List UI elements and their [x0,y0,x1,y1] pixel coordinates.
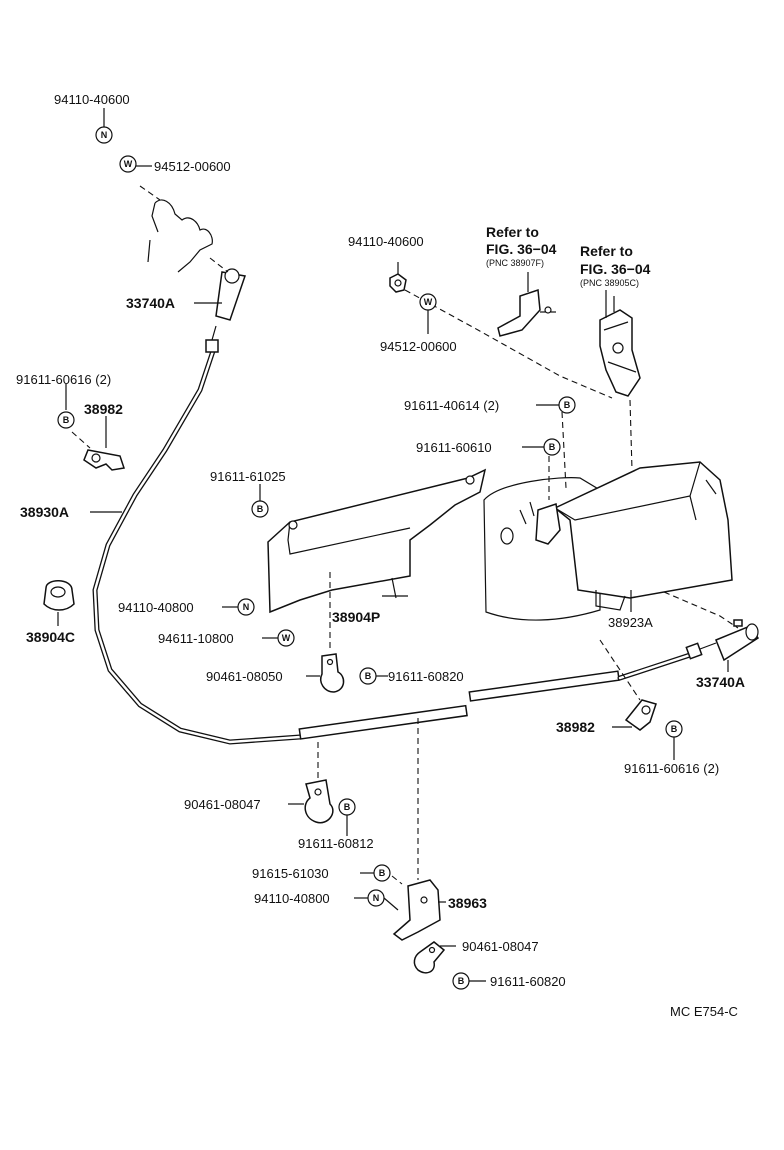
clip-90461-08047-bottom [413,941,446,974]
svg-text:N: N [101,130,108,140]
bracket-38904p [267,468,487,650]
svg-text:B: B [564,400,571,410]
label-38982-left: 38982 [84,401,123,417]
washer-symbol: W [119,155,137,173]
label-38923a: 38923A [608,615,653,630]
clamp-38982-right [624,699,657,731]
svg-text:N: N [243,602,250,612]
bracket-ref-38905c [599,296,641,397]
svg-text:W: W [424,297,433,307]
label-94110-40600-mid: 94110-40600 [348,234,424,249]
bracket-ref-38907f [497,272,556,337]
bolt-symbol: B [251,500,269,518]
hand-lever-sketch [139,185,213,273]
washer-symbol: W [419,293,437,311]
label-33740a-right: 33740A [696,674,745,690]
label-94611-10800: 94611-10800 [158,631,234,646]
label-90461-08047-left: 90461-08047 [184,797,261,812]
svg-text:B: B [379,868,386,878]
clip-90461-08047-left [304,779,334,824]
label-94110-40800-bottom: 94110-40800 [254,891,330,906]
label-38963: 38963 [448,895,487,911]
label-90461-08050: 90461-08050 [206,669,283,684]
svg-text:B: B [671,724,678,734]
svg-text:B: B [63,415,70,425]
label-pnc-2: (PNC 38905C) [580,278,639,288]
label-38904p: 38904P [332,609,380,625]
label-fig-2: FIG. 36−04 [580,261,651,277]
label-fig-1: FIG. 36−04 [486,241,557,257]
label-91611-60812: 91611-60812 [298,836,374,851]
label-91611-60616-left: 91611-60616 (2) [16,372,111,387]
bolt-symbol: B [57,411,75,429]
bolt-symbol: B [452,972,470,990]
cable-end-33740a-right [715,619,760,662]
clamp-38982-left [71,416,125,471]
nut-symbol: N [367,889,385,907]
label-33740a-top: 33740A [126,295,175,311]
label-91611-60616-right: 91611-60616 (2) [624,761,719,776]
label-38930a: 38930A [20,504,69,520]
bolt-symbol: B [373,864,391,882]
label-refer-to-1: Refer to [486,224,539,240]
label-91611-60820-bottom: 91611-60820 [490,974,566,989]
cover-38923a [483,461,733,621]
label-94512-00600-mid: 94512-00600 [380,339,457,354]
nut-symbol: N [95,126,113,144]
shift-cable-38930a [92,325,717,745]
label-91615-61030: 91615-61030 [252,866,329,881]
label-94512-00600-top: 94512-00600 [154,159,231,174]
svg-text:B: B [458,976,465,986]
label-pnc-1: (PNC 38907F) [486,258,544,268]
svg-text:B: B [365,671,372,681]
nut-94110-40600-mid [389,262,407,293]
leader-lines [65,108,729,982]
label-38982-right: 38982 [556,719,595,735]
label-38904c: 38904C [26,629,75,645]
label-94110-40600-top: 94110-40600 [54,92,130,107]
bolt-symbol: B [543,438,561,456]
assembly-lines [317,289,739,885]
label-94110-40800-mid: 94110-40800 [118,600,194,615]
bolt-symbol: B [665,720,683,738]
svg-text:B: B [549,442,556,452]
label-91611-60820-mid: 91611-60820 [388,669,464,684]
label-91611-61025: 91611-61025 [210,469,286,484]
svg-text:W: W [124,159,133,169]
svg-text:B: B [257,504,264,514]
label-91611-40614: 91611-40614 (2) [404,398,499,413]
label-refer-to-2: Refer to [580,243,633,259]
label-91611-60610: 91611-60610 [416,440,492,455]
diagram-code: MC E754-C [670,1004,738,1019]
label-90461-08047-bottom: 90461-08047 [462,939,539,954]
bolt-symbol: B [558,396,576,414]
washer-symbol: W [277,629,295,647]
bolt-symbol: B [359,667,377,685]
cable-end-33740a-top [209,257,246,321]
bolt-symbol: B [338,798,356,816]
nut-symbol: N [237,598,255,616]
bracket-38963 [392,879,446,941]
svg-text:B: B [344,802,351,812]
clip-90461-08050 [320,653,345,693]
svg-text:W: W [282,633,291,643]
grommet-38904c [43,580,75,626]
svg-text:N: N [373,893,380,903]
